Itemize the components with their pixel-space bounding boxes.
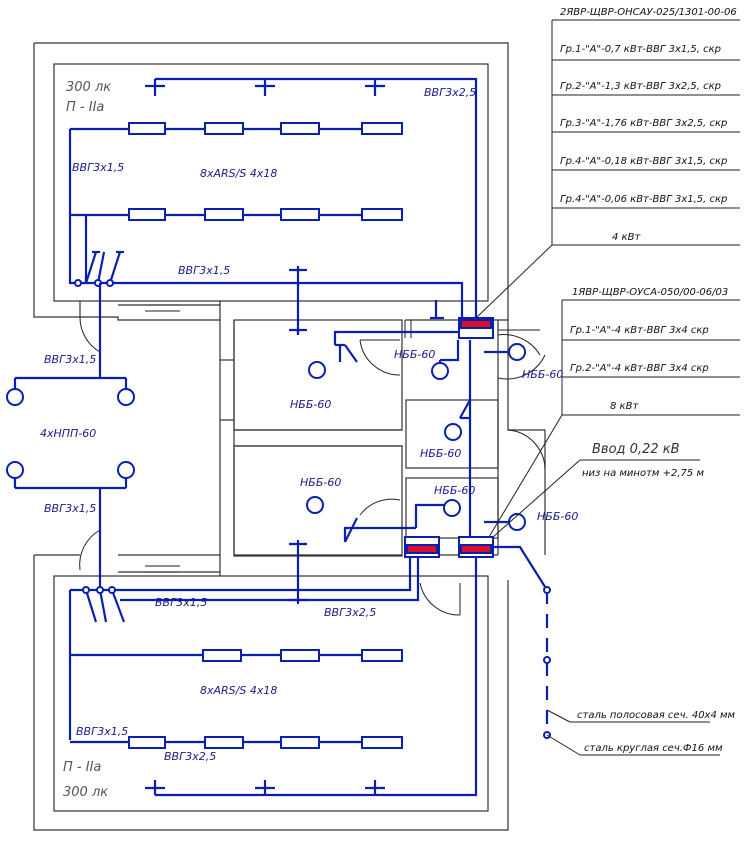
lamp-label: НББ-60 (394, 348, 435, 361)
nbb-lamp (508, 343, 526, 361)
ceiling-fixture (145, 79, 385, 96)
cable-label: ВВГ3х2,5 (424, 86, 476, 99)
nbb-lamp (508, 513, 526, 531)
lamp-label: НББ-60 (434, 484, 475, 497)
cable-label: ВВГ3х1,5 (44, 502, 96, 515)
cable-label: ВВГ3х2,5 (324, 606, 376, 619)
panel1-group: Гр.1-"А"-4 кВт-ВВГ 3х4 скр (570, 325, 709, 336)
corridor-lamp (117, 388, 135, 406)
panel2-total: 4 кВт (612, 232, 641, 243)
middle-wiring (70, 300, 526, 604)
panel1-schedule (488, 299, 740, 538)
cable-label: ВВГ3х2,5 (164, 750, 216, 763)
cable-label: ВВГ3х1,5 (76, 725, 128, 738)
labels: 300 лк П - IIа 8хARS/S 4х18 ВВГ3х2,5 ВВГ… (40, 7, 737, 800)
corridor-lamp (117, 461, 135, 479)
input-title: Ввод 0,22 кВ (592, 442, 680, 457)
input-note: низ на минотм +2,75 м (582, 468, 704, 479)
distribution-panels (404, 317, 548, 591)
panel2-group: Гр.2-"А"-1,3 кВт-ВВГ 3х2,5, скр (560, 81, 721, 92)
bottom-room-lux: 300 лк (63, 785, 108, 800)
top-room-class: П - IIа (66, 100, 104, 115)
nbb-lamp (443, 499, 461, 517)
lamp-label: НББ-60 (290, 398, 331, 411)
top-room-fixtures: 8хARS/S 4х18 (200, 167, 277, 180)
lamp-label: НББ-60 (537, 510, 578, 523)
panel2-schedule (475, 19, 740, 319)
lamp-label: НББ-60 (522, 368, 563, 381)
panel2-group: Гр.4-"А"-0,18 кВт-ВВГ 3х1,5, скр (560, 156, 727, 167)
bottom-room-wiring (68, 557, 478, 797)
corridor-wiring (6, 283, 135, 590)
cable-label: ВВГ3х1,5 (44, 353, 96, 366)
panel2-group: Гр.4-"А"-0,06 кВт-ВВГ 3х1,5, скр (560, 194, 727, 205)
cable-label: ВВГ3х1,5 (178, 264, 230, 277)
panel2-title: 2ЯВР-ЩВР-ОНСАУ-025/1301-00-06 (560, 7, 737, 18)
panel2-group: Гр.1-"А"-0,7 кВт-ВВГ 3х1,5, скр (560, 44, 721, 55)
grounding-rod-label: сталь круглая сеч.Ф16 мм (584, 743, 723, 754)
top-room-lux: 300 лк (66, 80, 111, 95)
nbb-lamp (308, 361, 326, 379)
window-marks (145, 304, 412, 573)
lamp-label: НББ-60 (300, 476, 341, 489)
corridor-fixtures: 4хНПП-60 (40, 427, 96, 440)
panel1-total: 8 кВт (610, 401, 639, 412)
nbb-lamp (431, 362, 449, 380)
bottom-room-fixtures: 8хARS/S 4х18 (200, 684, 277, 697)
cable-label: ВВГ3х1,5 (72, 161, 124, 174)
top-room-wiring (68, 77, 478, 335)
corridor-lamp (6, 461, 24, 479)
panel1-group: Гр.2-"А"-4 кВт-ВВГ 3х4 скр (570, 363, 709, 374)
input-leader (492, 459, 700, 538)
nbb-lamp (306, 496, 324, 514)
grounding-strip-label: сталь полосовая сеч. 40х4 мм (577, 710, 736, 721)
bottom-room-class: П - IIа (63, 760, 101, 775)
building-walls (33, 42, 546, 831)
panel1-title: 1ЯВР-ЩВР-ОУСА-050/00-06/03 (572, 287, 728, 298)
lamp-label: НББ-60 (420, 447, 461, 460)
panel2-group: Гр.3-"А"-1,76 кВт-ВВГ 3х2,5, скр (560, 118, 727, 129)
grounding (543, 586, 720, 756)
nbb-lamp (444, 423, 462, 441)
cable-label: ВВГ3х1,5 (155, 596, 207, 609)
corridor-lamp (6, 388, 24, 406)
